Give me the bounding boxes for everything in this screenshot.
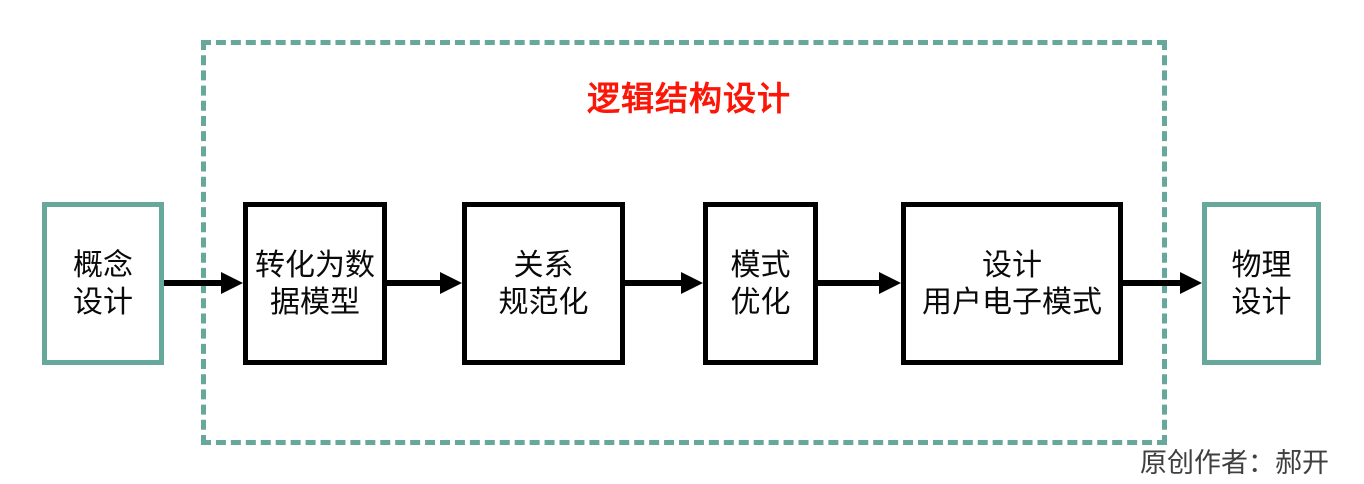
node-label: 概念 设计 (73, 247, 133, 320)
arrow-shaft (818, 280, 879, 286)
node-conceptual-design[interactable]: 概念 设计 (42, 202, 164, 365)
node-design-user-subschema[interactable]: 设计 用户电子模式 (901, 202, 1123, 365)
arrow-shaft (625, 280, 681, 286)
node-physical-design[interactable]: 物理 设计 (1202, 202, 1321, 365)
node-label: 模式 优化 (730, 247, 791, 320)
node-schema-optimization[interactable]: 模式 优化 (703, 202, 818, 365)
group-title: 逻辑结构设计 (587, 79, 791, 118)
node-label: 设计 用户电子模式 (922, 247, 1102, 320)
node-relation-normalization[interactable]: 关系 规范化 (462, 202, 625, 365)
arrow-head (221, 272, 243, 294)
logical-structure-design-group-frame (201, 40, 1167, 445)
node-label: 转化为数 据模型 (255, 247, 375, 320)
node-label: 关系 规范化 (498, 247, 589, 320)
node-convert-to-data-model[interactable]: 转化为数 据模型 (243, 202, 387, 365)
arrow-shaft (387, 280, 440, 286)
arrow-head (681, 272, 703, 294)
arrow-shaft (1123, 280, 1180, 286)
node-label: 物理 设计 (1231, 247, 1292, 320)
arrow-head (879, 272, 901, 294)
credit-text: 原创作者：郝开 (1140, 448, 1329, 479)
arrow-head (1180, 272, 1202, 294)
arrow-head (440, 272, 462, 294)
arrow-shaft (164, 280, 221, 286)
